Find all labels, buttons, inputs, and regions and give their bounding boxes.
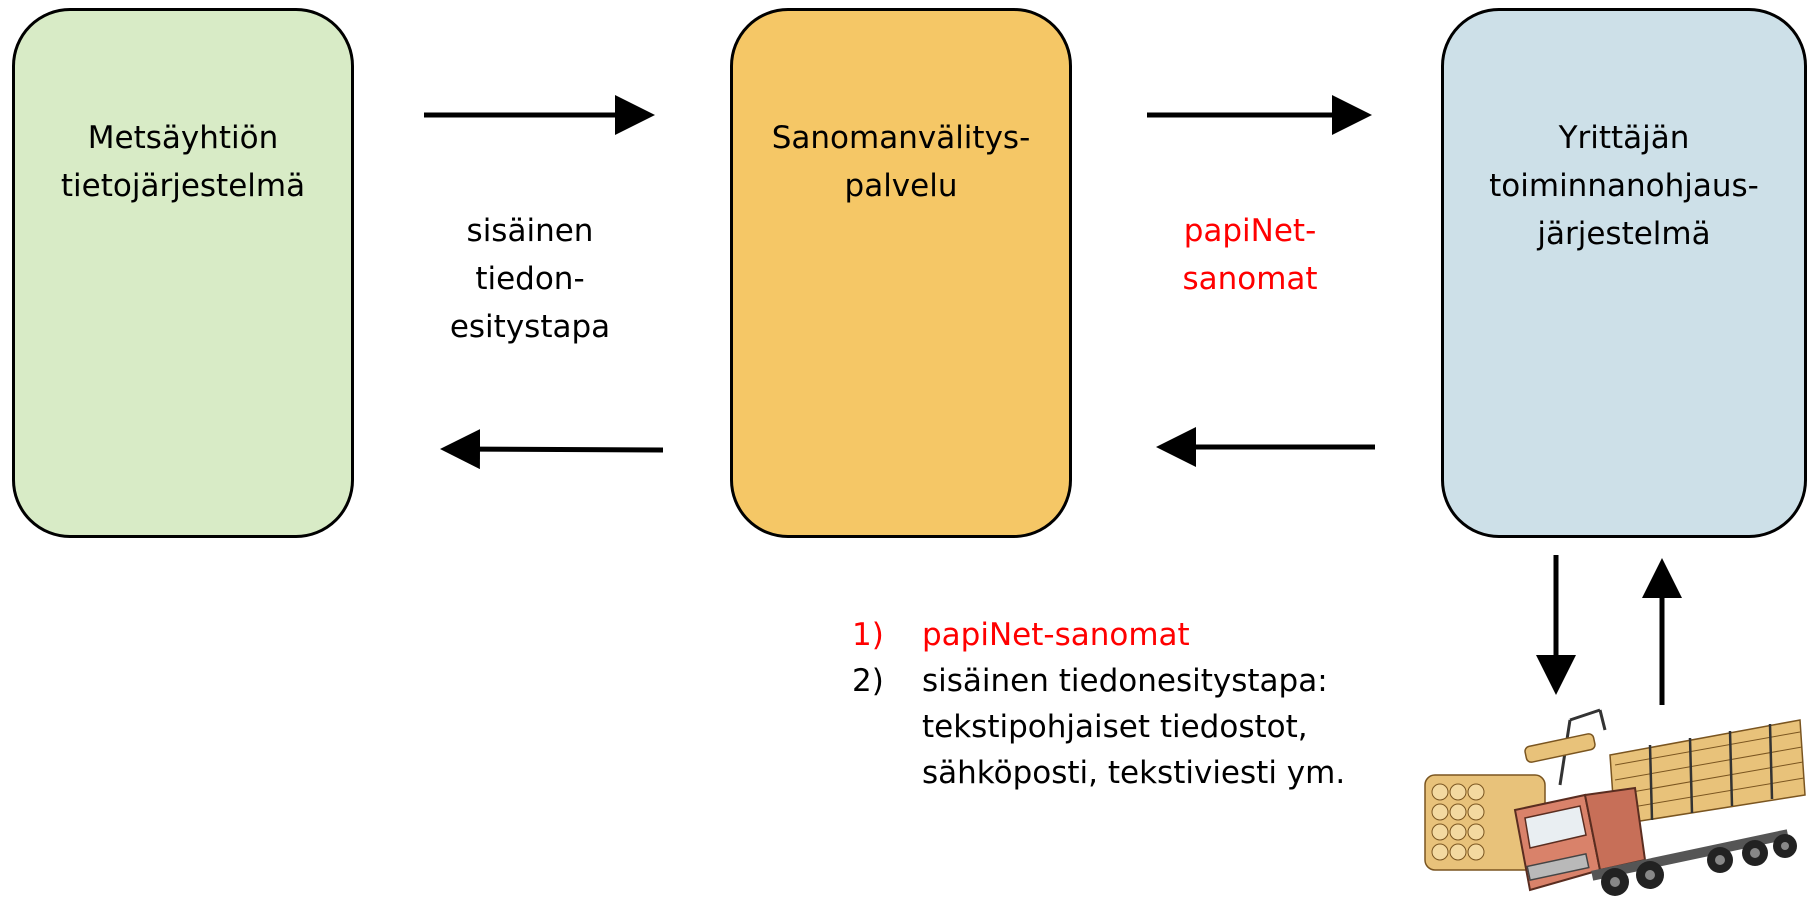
box-left-line-2: tietojärjestelmä bbox=[60, 168, 306, 204]
front-logs bbox=[1424, 774, 1546, 871]
arrow-middle-to-left bbox=[440, 429, 664, 470]
message-broker-service-box: Sanomanvälitys- palvelu bbox=[730, 8, 1072, 538]
papinet-label-line-1: papiNet- bbox=[1183, 213, 1317, 249]
box-right-line-1: Yrittäjän bbox=[1558, 120, 1690, 156]
papinet-label-line-2: sanomat bbox=[1182, 261, 1318, 297]
truck-wheels bbox=[1591, 829, 1797, 896]
legend-item-2-line-3: sähköposti, tekstiviesti ym. bbox=[922, 755, 1346, 791]
legend-item-1-text: papiNet-sanomat bbox=[922, 617, 1190, 653]
entrepreneur-erp-system-box: Yrittäjän toiminnanohjaus- järjestelmä bbox=[1441, 8, 1807, 538]
format-legend-list: 1) papiNet-sanomat 2) sisäinen tiedonesi… bbox=[852, 612, 1412, 796]
box-right-line-3: järjestelmä bbox=[1537, 216, 1711, 252]
internal-label-line-1: sisäinen bbox=[466, 213, 594, 249]
trailer-logs bbox=[1609, 719, 1806, 826]
legend-item-2-text: sisäinen tiedonesitystapa: tekstipohjais… bbox=[922, 658, 1345, 796]
lifted-log-bundle bbox=[1524, 733, 1596, 763]
legend-item-1-number: 1) bbox=[852, 617, 884, 653]
internal-label-line-2: tiedon- bbox=[475, 261, 585, 297]
internal-format-label: sisäinen tiedon- esitystapa bbox=[420, 207, 640, 351]
papinet-messages-label: papiNet- sanomat bbox=[1140, 207, 1360, 303]
legend-item-2-number: 2) bbox=[852, 663, 884, 699]
forest-company-system-box: Metsäyhtiön tietojärjestelmä bbox=[12, 8, 354, 538]
box-middle-line-2: palvelu bbox=[844, 168, 958, 204]
box-left-line-1: Metsäyhtiön bbox=[87, 120, 279, 156]
box-middle-line-1: Sanomanvälitys- bbox=[771, 120, 1031, 156]
legend-item-1: 1) papiNet-sanomat bbox=[852, 612, 1412, 658]
truck-with-logs-illustration bbox=[1424, 708, 1806, 896]
legend-item-2: 2) sisäinen tiedonesitystapa: tekstipohj… bbox=[852, 658, 1412, 796]
internal-label-line-3: esitystapa bbox=[449, 309, 611, 345]
box-right-line-2: toiminnanohjaus- bbox=[1489, 168, 1759, 204]
legend-item-2-line-2: tekstipohjaiset tiedostot, bbox=[922, 709, 1308, 745]
truck-cab bbox=[1513, 786, 1647, 892]
legend-item-2-line-1: sisäinen tiedonesitystapa: bbox=[922, 663, 1328, 699]
